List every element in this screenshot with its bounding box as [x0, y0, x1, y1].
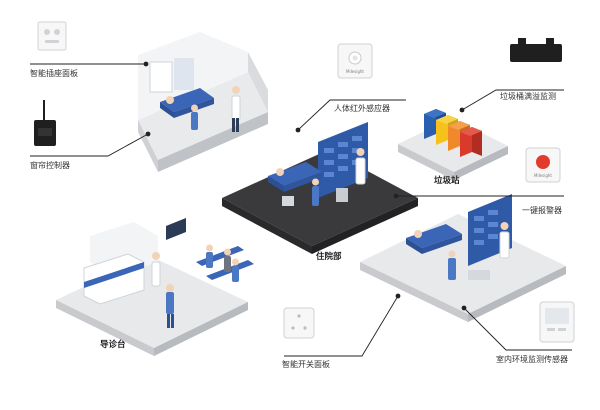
inpatient-department-scene: [222, 122, 418, 254]
ward-room-scene: [138, 32, 268, 172]
label-garbage-station: 垃圾站: [434, 176, 460, 186]
curtain-controller-icon: [34, 100, 56, 146]
label-inpatient: 住院部: [316, 252, 342, 262]
pir-sensor-icon: [337, 43, 373, 79]
label-smart-switch: 智能开关面板: [282, 360, 330, 369]
environment-sensor-icon: [539, 301, 575, 343]
label-pir-sensor: 人体红外感应器: [334, 104, 390, 113]
label-sos-button: 一键报警器: [522, 206, 562, 215]
sos-button-brand: Milesight: [534, 173, 552, 178]
socket-panel-icon: [37, 21, 67, 51]
bin-monitor-icon: [510, 38, 562, 62]
red-bin: [460, 127, 482, 157]
leader-line-env: [463, 307, 572, 351]
label-reception: 导诊台: [100, 340, 126, 350]
leader-lines: [30, 61, 572, 357]
sos-button-icon: [525, 147, 561, 183]
ward-bottom-right-scene: [360, 194, 566, 322]
label-bin-monitor: 垃圾桶满溢监测: [500, 92, 556, 101]
leader-line-pir: [297, 99, 406, 131]
leader-line-bin: [461, 89, 564, 111]
pir-sensor-brand: Milesight: [346, 69, 364, 74]
leader-line-curtain: [30, 133, 149, 157]
garbage-station-scene: [398, 109, 508, 180]
reception-scene: [56, 218, 254, 356]
smart-switch-icon: [283, 307, 315, 339]
label-smart-socket: 智能插座面板: [30, 69, 78, 78]
leader-line-switch: [284, 295, 399, 357]
label-curtain-controller: 窗帘控制器: [30, 161, 70, 170]
label-env-sensor: 室内环境监测传感器: [496, 355, 568, 364]
